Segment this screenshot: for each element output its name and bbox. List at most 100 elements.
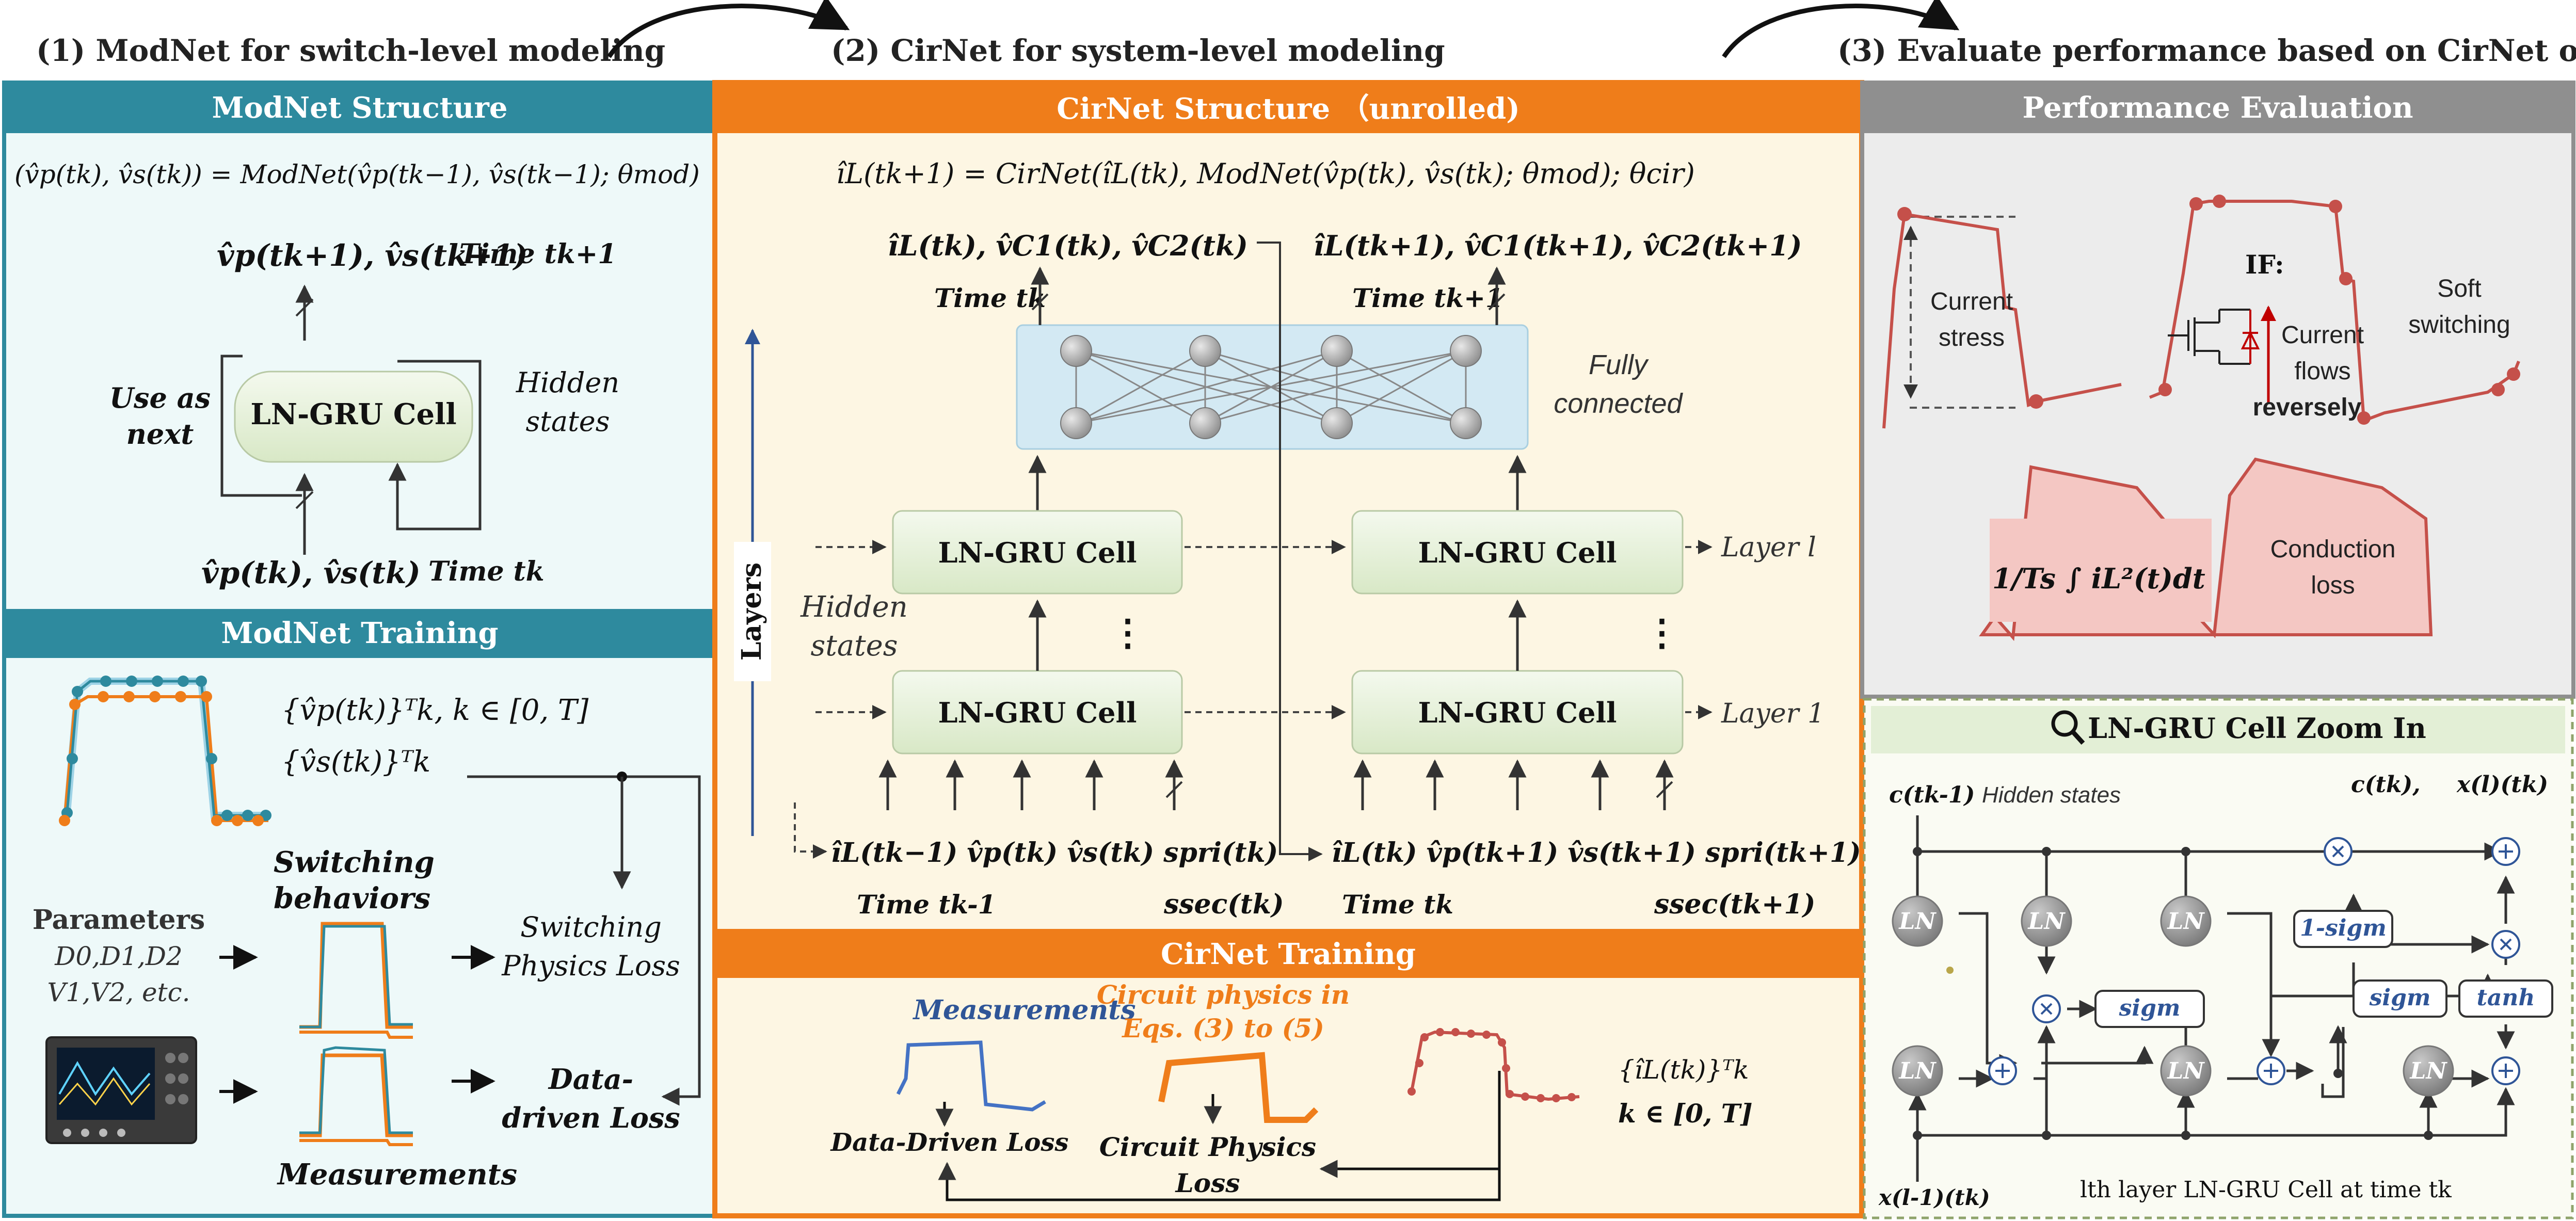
cirnet-measurements-label: Measurements (912, 994, 1135, 1026)
simulated-switching-wave (299, 922, 413, 1039)
cirnet-feedback-line (1257, 242, 1323, 861)
parameters-line1: D0,D1,D2 (54, 941, 183, 971)
zoom-c-out: c(tk), (2351, 772, 2421, 798)
current-stress-2: stress (1939, 324, 2005, 351)
switching-waveform (59, 676, 271, 826)
one-minus-sigm-gate (2293, 910, 2393, 948)
conduction-loss-2: loss (2311, 572, 2355, 599)
formula-vs-set: {v̂s(tk)}ᵀk (281, 745, 430, 779)
one-minus-sigm-label: 1-sigm (2300, 915, 2387, 941)
cirnet-time-left: Time tk (934, 283, 1046, 313)
zoom-title: LN-GRU Cell Zoom In (2088, 712, 2426, 745)
modnet-output-label: v̂p(tk+1), v̂s(tk+1) (217, 238, 528, 273)
cirnet-structure-header (715, 83, 1862, 133)
step-headers: (1) ModNet for switch-level modeling (2)… (36, 0, 2576, 68)
modnet-input-label: v̂p(tk), v̂s(tk) (201, 555, 421, 590)
cirnet-hidden-states-2: states (810, 629, 898, 663)
ln-label: LN (2166, 1058, 2205, 1084)
cirnet-time-right: Time tk+1 (1352, 283, 1503, 313)
physics-current-wave (1158, 1052, 1319, 1123)
cirnet-hidden-states-1: Hidden (800, 590, 908, 624)
cirnet-output-left: îL(tk), v̂C1(tk), v̂C2(tk) (888, 229, 1248, 262)
formula-vp-set: {v̂p(tk)}ᵀk, k ∈ [0, T] (281, 694, 588, 727)
flow-arrow-1-2 (607, 0, 850, 58)
modnet-time-top: Time tk+1 (459, 238, 616, 270)
ln-node (1892, 1045, 1943, 1097)
current-flows-2: flows (2294, 358, 2350, 385)
switching-physics-loss-1: Switching (520, 911, 662, 943)
tanh-label: tanh (2477, 985, 2535, 1011)
layers-axis-label: Layers (736, 563, 767, 661)
conduction-integral: 1/Ts ∫ iL²(t)dt (1992, 562, 2205, 595)
reversely-label: reversely (2253, 394, 2362, 421)
performance-title: Performance Evaluation (2022, 91, 2413, 125)
cirnet-cell-label-3: LN-GRU Cell (938, 696, 1137, 729)
soft-switching-2: switching (2408, 311, 2510, 339)
zoom-x-out: x(l)(tk) (2456, 772, 2548, 798)
soft-switching-1: Soft (2437, 275, 2481, 302)
modnet-training-header (4, 609, 715, 658)
ln-label: LN (2166, 908, 2205, 935)
cirnet-training-header (715, 929, 1862, 978)
modnet-structure-header (4, 83, 715, 133)
circuit-physics-label-2: Eqs. (3) to (5) (1121, 1013, 1324, 1043)
modnet-hidden-label-1: Hidden (516, 366, 619, 399)
modnet-hidden-label-2: states (526, 405, 610, 438)
cirnet-input-right-2: ssec(tk+1) (1654, 889, 1815, 920)
zoom-c-prev: c(tk-1) (1889, 782, 1975, 808)
modnet-time-bottom: Time tk (428, 556, 545, 587)
magnifier-icon (2051, 710, 2085, 745)
cirnet-output-right: îL(tk+1), v̂C1(tk+1), v̂C2(tk+1) (1314, 229, 1802, 262)
step1-header: (1) ModNet for switch-level modeling (36, 33, 665, 68)
circuit-physics-loss-1: Circuit Physics (1099, 1132, 1316, 1162)
switching-behaviors-1: Switching (274, 845, 435, 879)
ln-nodes: LN LN LN LN LN LN (1892, 895, 2454, 1097)
cirnet-training-formula: {îL(tk)}ᵀk (1618, 1055, 1749, 1085)
fully-connected-label-2: connected (1554, 388, 1683, 419)
cirnet-stack-dots-left: ⋮ (1110, 611, 1146, 654)
switching-behaviors-2: behaviors (274, 881, 430, 915)
use-as-next-line2: next (126, 417, 194, 451)
conduction-loss-1: Conduction (2270, 536, 2396, 563)
cirnet-structure-title: CirNet Structure （unrolled) (1057, 92, 1519, 126)
parameters-title: Parameters (33, 904, 205, 936)
ln-node (2403, 1045, 2454, 1097)
circuit-physics-loss-2: Loss (1175, 1168, 1240, 1198)
performance-panel: Performance Evaluation Current stress IF… (1860, 81, 2575, 699)
ln-label: LN (1898, 1058, 1937, 1084)
cirnet-cell-label-1: LN-GRU Cell (938, 536, 1137, 569)
flow-arrow-2-3 (1722, 0, 1960, 58)
measured-current-wave (896, 1040, 1046, 1112)
data-driven-loss-1: Data- (548, 1063, 633, 1096)
modnet-training-title: ModNet Training (221, 616, 498, 650)
modnet-lngru-cell (234, 371, 473, 463)
cirnet-input-right: îL(tk) v̂p(tk+1) v̂s(tk+1) spri(tk+1) (1332, 837, 1861, 869)
prediction-to-data-loss (938, 1162, 1501, 1201)
cirnet-equation: îL(tk+1) = CirNet(îL(tk), ModNet(v̂p(tk)… (836, 157, 1695, 190)
layer-1-label: Layer 1 (1721, 698, 1825, 729)
switching-physics-loss-2: Physics Loss (501, 950, 680, 982)
sigm-gate-reset (2094, 990, 2205, 1028)
oscilloscope-icon (45, 1036, 197, 1144)
cirnet-input-left-2: ssec(tk) (1163, 889, 1284, 920)
tanh-gate (2458, 979, 2553, 1018)
current-stress-1: Current (1930, 288, 2013, 315)
vs-to-data-loss-line (467, 775, 701, 1106)
zoom-hidden-states: Hidden states (1982, 782, 2121, 808)
modnet-measurements-label: Measurements (277, 1158, 517, 1192)
ln-node (2021, 895, 2072, 947)
ln-node (2160, 1045, 2212, 1097)
measurement-switching-wave (299, 1046, 413, 1146)
modnet-panel: ModNet Structure (v̂p(tk), v̂s(tk)) = Mo… (2, 81, 717, 1218)
cirnet-cell-layer-l-right (1351, 510, 1684, 595)
zoom-caption: lth layer LN-GRU Cell at time tk (2080, 1177, 2452, 1203)
modnet-equation: (v̂p(tk), v̂s(tk)) = ModNet(v̂p(tk−1), v… (14, 159, 700, 189)
ln-label: LN (1898, 908, 1937, 935)
if-label: IF: (2245, 249, 2284, 280)
cirnet-stack-dots-right: ⋮ (1644, 611, 1680, 654)
zoom-panel: LN-GRU Cell Zoom In c(tk-1) Hidden state… (1863, 698, 2574, 1219)
cirnet-time-in-right: Time tk (1342, 889, 1453, 920)
predicted-current-wave (1407, 1028, 1580, 1102)
layer-l-label: Layer l (1721, 532, 1816, 563)
